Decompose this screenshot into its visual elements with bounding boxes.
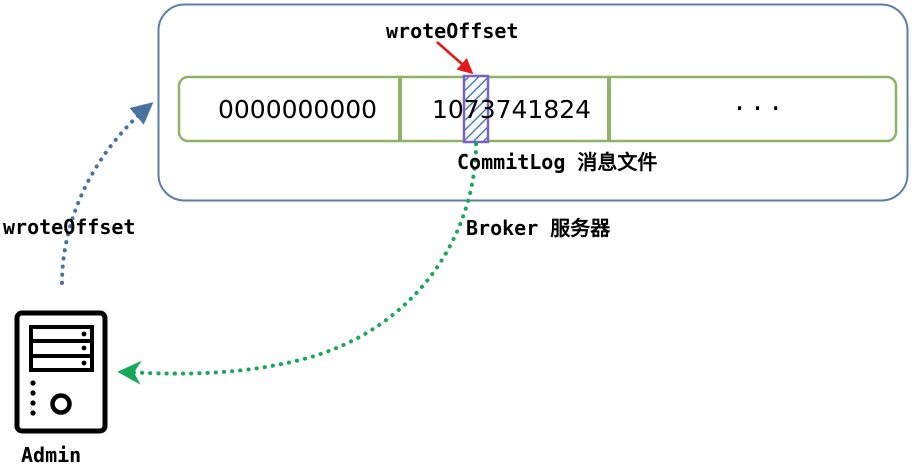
wrote-offset-arrow xyxy=(436,41,474,75)
server-tower-icon xyxy=(14,310,108,434)
commitlog-label: CommitLog 消息文件 xyxy=(457,150,658,174)
broker-to-admin-flow xyxy=(117,142,478,385)
commitlog-cell-value-3: ··· xyxy=(732,94,787,123)
wrote-offset-marker-label: wroteOffset xyxy=(386,19,519,43)
commitlog-box xyxy=(177,75,898,143)
admin-label: Admin xyxy=(21,443,82,467)
wrote-offset-block xyxy=(462,74,490,144)
admin-to-broker-flow xyxy=(60,102,154,285)
commitlog-cell-value-1: 0000000000 xyxy=(218,95,378,124)
broker-label: Broker 服务器 xyxy=(466,216,611,240)
commitlog-cell-value-2: 1073741824 xyxy=(432,95,592,124)
admin-to-broker-flow-label: wroteOffset xyxy=(3,215,136,239)
